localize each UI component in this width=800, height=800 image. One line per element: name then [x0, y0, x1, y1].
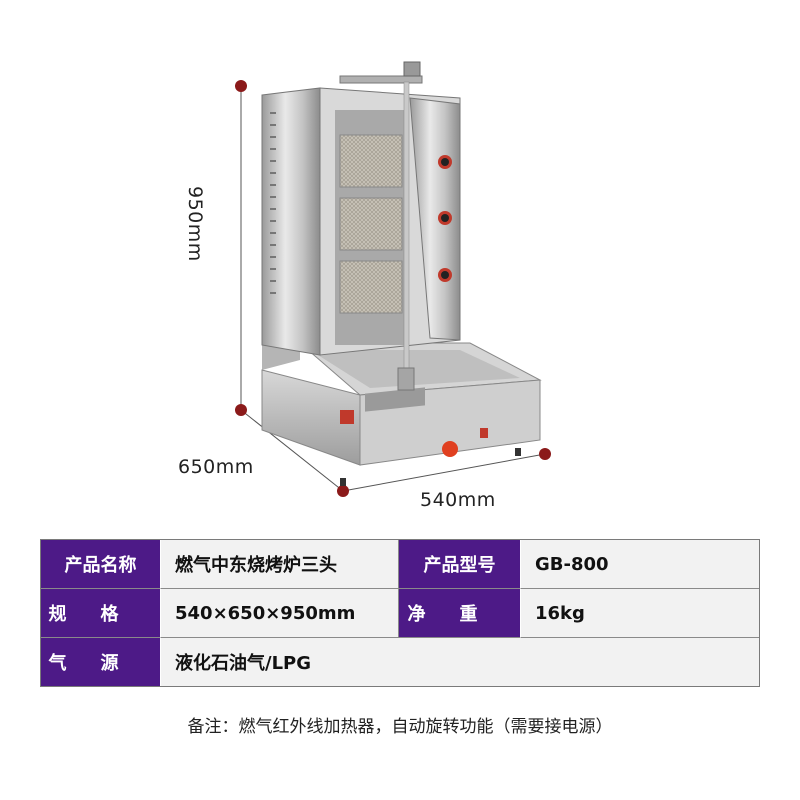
product-name-label: 产品名称: [41, 540, 161, 589]
gas-source-label: 气源: [41, 638, 161, 686]
product-figure: 950mm 650mm 540mm: [178, 61, 551, 511]
size-label: 规格: [41, 589, 161, 638]
weight-label: 净重: [399, 589, 521, 638]
depth-dimension-label: 650mm: [178, 456, 254, 478]
model-label: 产品型号: [399, 540, 521, 589]
gas-kebab-grill-image: [235, 61, 551, 497]
dimension-dots: [235, 80, 551, 497]
power-switch-icon: [480, 428, 488, 438]
dimension-lines: [240, 86, 546, 492]
brand-logo-icon: [340, 410, 354, 424]
gas-source-value: 液化石油气/LPG: [161, 638, 759, 686]
width-dimension-label: 540mm: [420, 489, 496, 511]
rotating-spit: [339, 61, 423, 391]
spec-table: 产品名称 燃气中东烧烤炉三头 产品型号 GB-800 规格 540×650×95…: [40, 539, 760, 687]
ignition-knob-icon: [442, 441, 458, 457]
grill-housing: [261, 87, 461, 356]
size-value: 540×650×950mm: [161, 589, 399, 638]
height-dimension-label: 950mm: [184, 186, 206, 262]
footnote: 备注：燃气红外线加热器，自动旋转功能（需要接电源）: [187, 717, 613, 737]
product-name-value: 燃气中东烧烤炉三头: [161, 540, 399, 589]
model-value: GB-800: [521, 540, 759, 589]
base-tray: [261, 342, 542, 486]
weight-value: 16kg: [521, 589, 759, 638]
